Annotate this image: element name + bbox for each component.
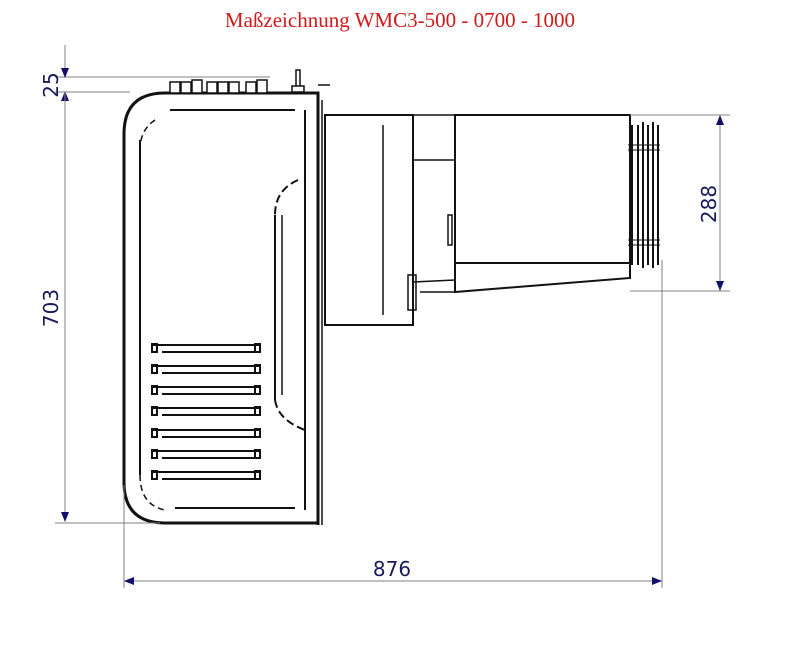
drawing-title: Maßzeichnung WMC3-500 - 0700 - 1000 <box>224 8 576 32</box>
dim-label-outlet-height: 288 <box>697 185 721 223</box>
vent-louvers <box>151 343 261 480</box>
dim-label-total-height: 703 <box>39 289 63 327</box>
dim-label-top-offset: 25 <box>39 72 63 97</box>
dimension-lines <box>55 45 730 588</box>
condensing-unit <box>324 114 660 326</box>
cabinet <box>122 91 323 525</box>
dim-label-total-width: 876 <box>373 557 411 581</box>
top-connectors <box>169 69 330 94</box>
